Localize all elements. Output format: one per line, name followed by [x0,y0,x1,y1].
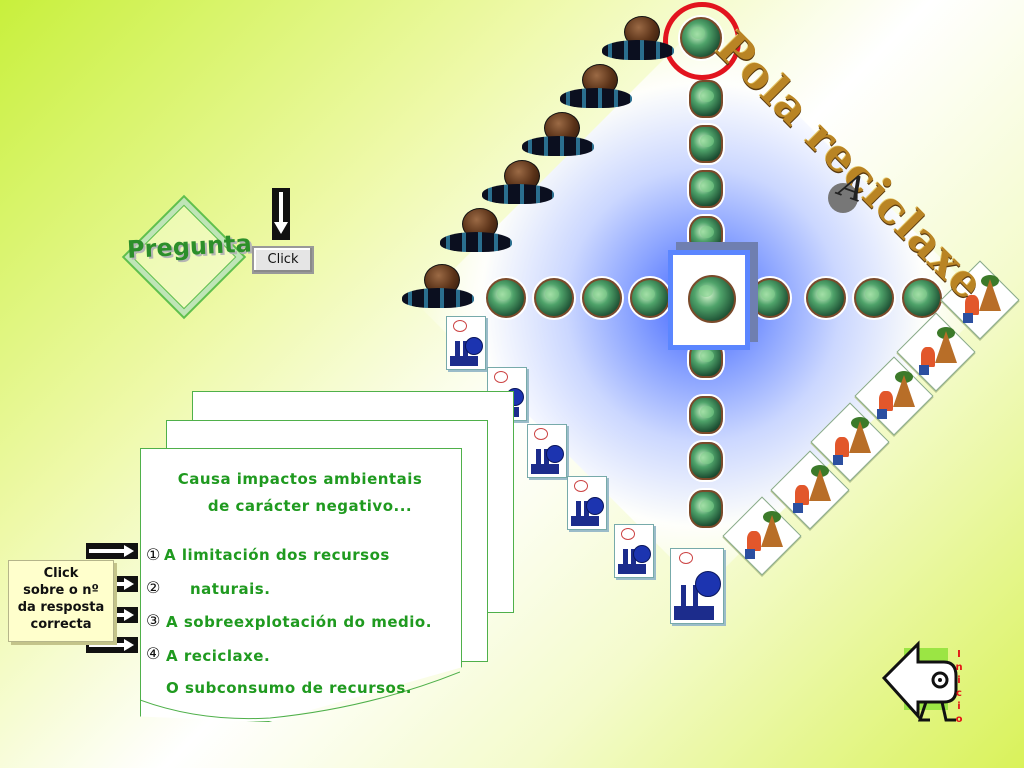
factory-pollution-icon [614,524,654,578]
click-instruction-note: Click sobre o nº da resposta correcta [8,560,114,642]
globe-hands-icon [688,275,736,323]
globe-hands-icon [534,278,574,318]
highlight-ring [663,2,741,80]
right-arrow-icon[interactable] [86,543,138,559]
globe-hands-icon [689,396,723,434]
click-button[interactable]: Click [252,246,314,274]
option-number-2[interactable]: ② [146,578,161,597]
center-globe-tile[interactable] [668,250,750,350]
option-text-5: O subconsumo de recursos. [166,679,412,697]
globe-hands-icon [689,125,723,163]
page-curl [140,671,460,720]
inicio-letter: n [955,662,963,673]
factory-pollution-icon [670,548,724,624]
factory-pollution-icon [567,476,607,530]
option-number-4[interactable]: ④ [146,644,161,663]
oil-rock-icon [560,62,632,110]
option-text-1: A limitación dos recursos [164,546,390,564]
option-text-2: naturais. [190,580,271,598]
globe-hands-icon [689,490,723,528]
globe-hands-icon [582,278,622,318]
option-number-1[interactable]: ① [146,545,161,564]
option-number-3[interactable]: ③ [146,611,161,630]
down-arrow-icon [272,188,290,240]
note-line-3: da resposta [17,600,105,615]
globe-hands-icon [689,216,723,254]
note-line-4: correcta [30,617,92,632]
note-line-1: Click [43,566,79,581]
factory-pollution-icon [446,316,486,370]
globe-hands-icon [750,278,790,318]
oil-rock-icon [440,206,512,254]
globe-hands-icon [689,442,723,480]
oil-rock-icon [602,14,674,62]
factory-pollution-icon [527,424,567,478]
globe-hands-icon [689,80,723,118]
inicio-label[interactable]: I n i c i o [954,648,964,726]
inicio-letter: i [957,675,961,686]
globe-hands-icon [630,278,670,318]
question-line-2: de carácter negativo... [207,497,413,515]
option-text-4: A reciclaxe. [166,647,271,665]
question-line-1: Causa impactos ambientais [177,470,423,488]
question-text: Causa impactos ambientais de carácter ne… [160,466,440,520]
back-arrow-character-icon[interactable] [882,640,962,724]
globe-hands-icon [806,278,846,318]
option-text-3: A sobreexplotación do medio. [166,613,432,631]
globe-hands-icon [486,278,526,318]
oil-rock-icon [482,158,554,206]
globe-hands-icon [854,278,894,318]
inicio-letter: c [956,688,962,699]
title-badge [828,183,858,213]
pregunta-label[interactable]: Pregunta [126,229,253,264]
question-page [140,448,462,722]
globe-hands-icon [689,170,723,208]
oil-rock-icon [402,262,474,310]
oil-rock-icon [522,110,594,158]
note-line-2: sobre o nº [23,583,99,598]
globe-hands-icon [902,278,942,318]
inicio-letter: i [957,701,961,712]
inicio-letter: o [955,714,963,725]
inicio-letter: I [957,649,961,660]
